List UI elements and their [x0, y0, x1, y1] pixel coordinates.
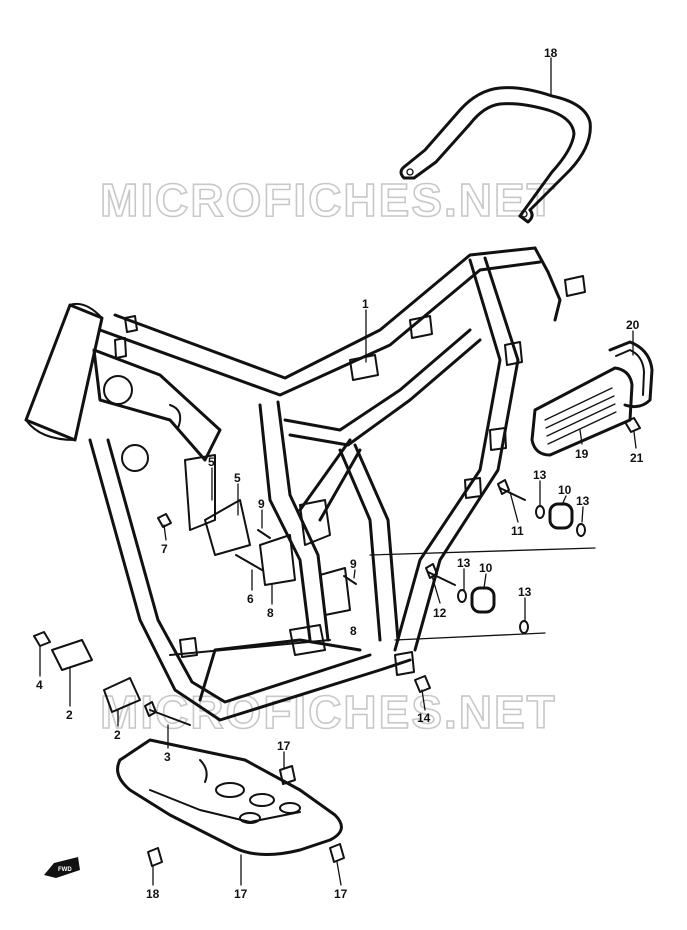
label-5-a: 5: [208, 455, 215, 469]
label-13-b: 13: [576, 494, 590, 508]
label-17-a: 18: [146, 887, 160, 901]
label-5-b: 5: [234, 471, 241, 485]
label-8-b: 8: [350, 624, 357, 638]
label-3: 3: [164, 750, 171, 764]
label-19: 19: [575, 447, 589, 461]
label-11: 11: [511, 524, 524, 538]
label-15: 17: [234, 887, 248, 901]
label-16: 17: [277, 739, 291, 753]
label-1: 1: [362, 297, 369, 311]
label-4: 4: [36, 678, 43, 692]
front-direction-mark: FWD: [44, 857, 80, 878]
skid-plate: [116, 738, 343, 857]
part-number-labels: 18 1 20 19 21 13 10 13 11 13 10 12 13 14…: [36, 46, 644, 901]
label-2-b: 2: [114, 728, 121, 742]
fasteners: [33, 513, 431, 867]
label-18: 18: [544, 46, 558, 60]
label-2-a: 2: [66, 708, 73, 722]
leader-lines: [39, 57, 637, 886]
label-7: 7: [161, 542, 168, 556]
label-17-b: 17: [334, 887, 348, 901]
label-13-a: 13: [533, 468, 547, 482]
label-14: 14: [417, 711, 431, 725]
grab-bar: [399, 86, 592, 224]
label-10-a: 10: [558, 483, 572, 497]
label-10-b: 10: [479, 561, 493, 575]
label-6: 6: [247, 592, 254, 606]
label-9-b: 9: [350, 557, 357, 571]
reflector-assembly: [530, 340, 654, 457]
label-8-a: 8: [267, 606, 274, 620]
label-20: 20: [626, 318, 640, 332]
label-13-d: 13: [518, 585, 532, 599]
watermark-top: MICROFICHES.NET: [100, 174, 557, 226]
main-frame: [24, 246, 586, 722]
label-13-c: 13: [457, 556, 471, 570]
rubber-mounts: [369, 479, 596, 641]
label-9-a: 9: [258, 497, 265, 511]
watermark-bottom: MICROFICHES.NET: [100, 686, 557, 738]
label-12: 12: [433, 606, 447, 620]
front-mark-text: FWD: [58, 867, 72, 873]
label-21: 21: [630, 451, 644, 465]
